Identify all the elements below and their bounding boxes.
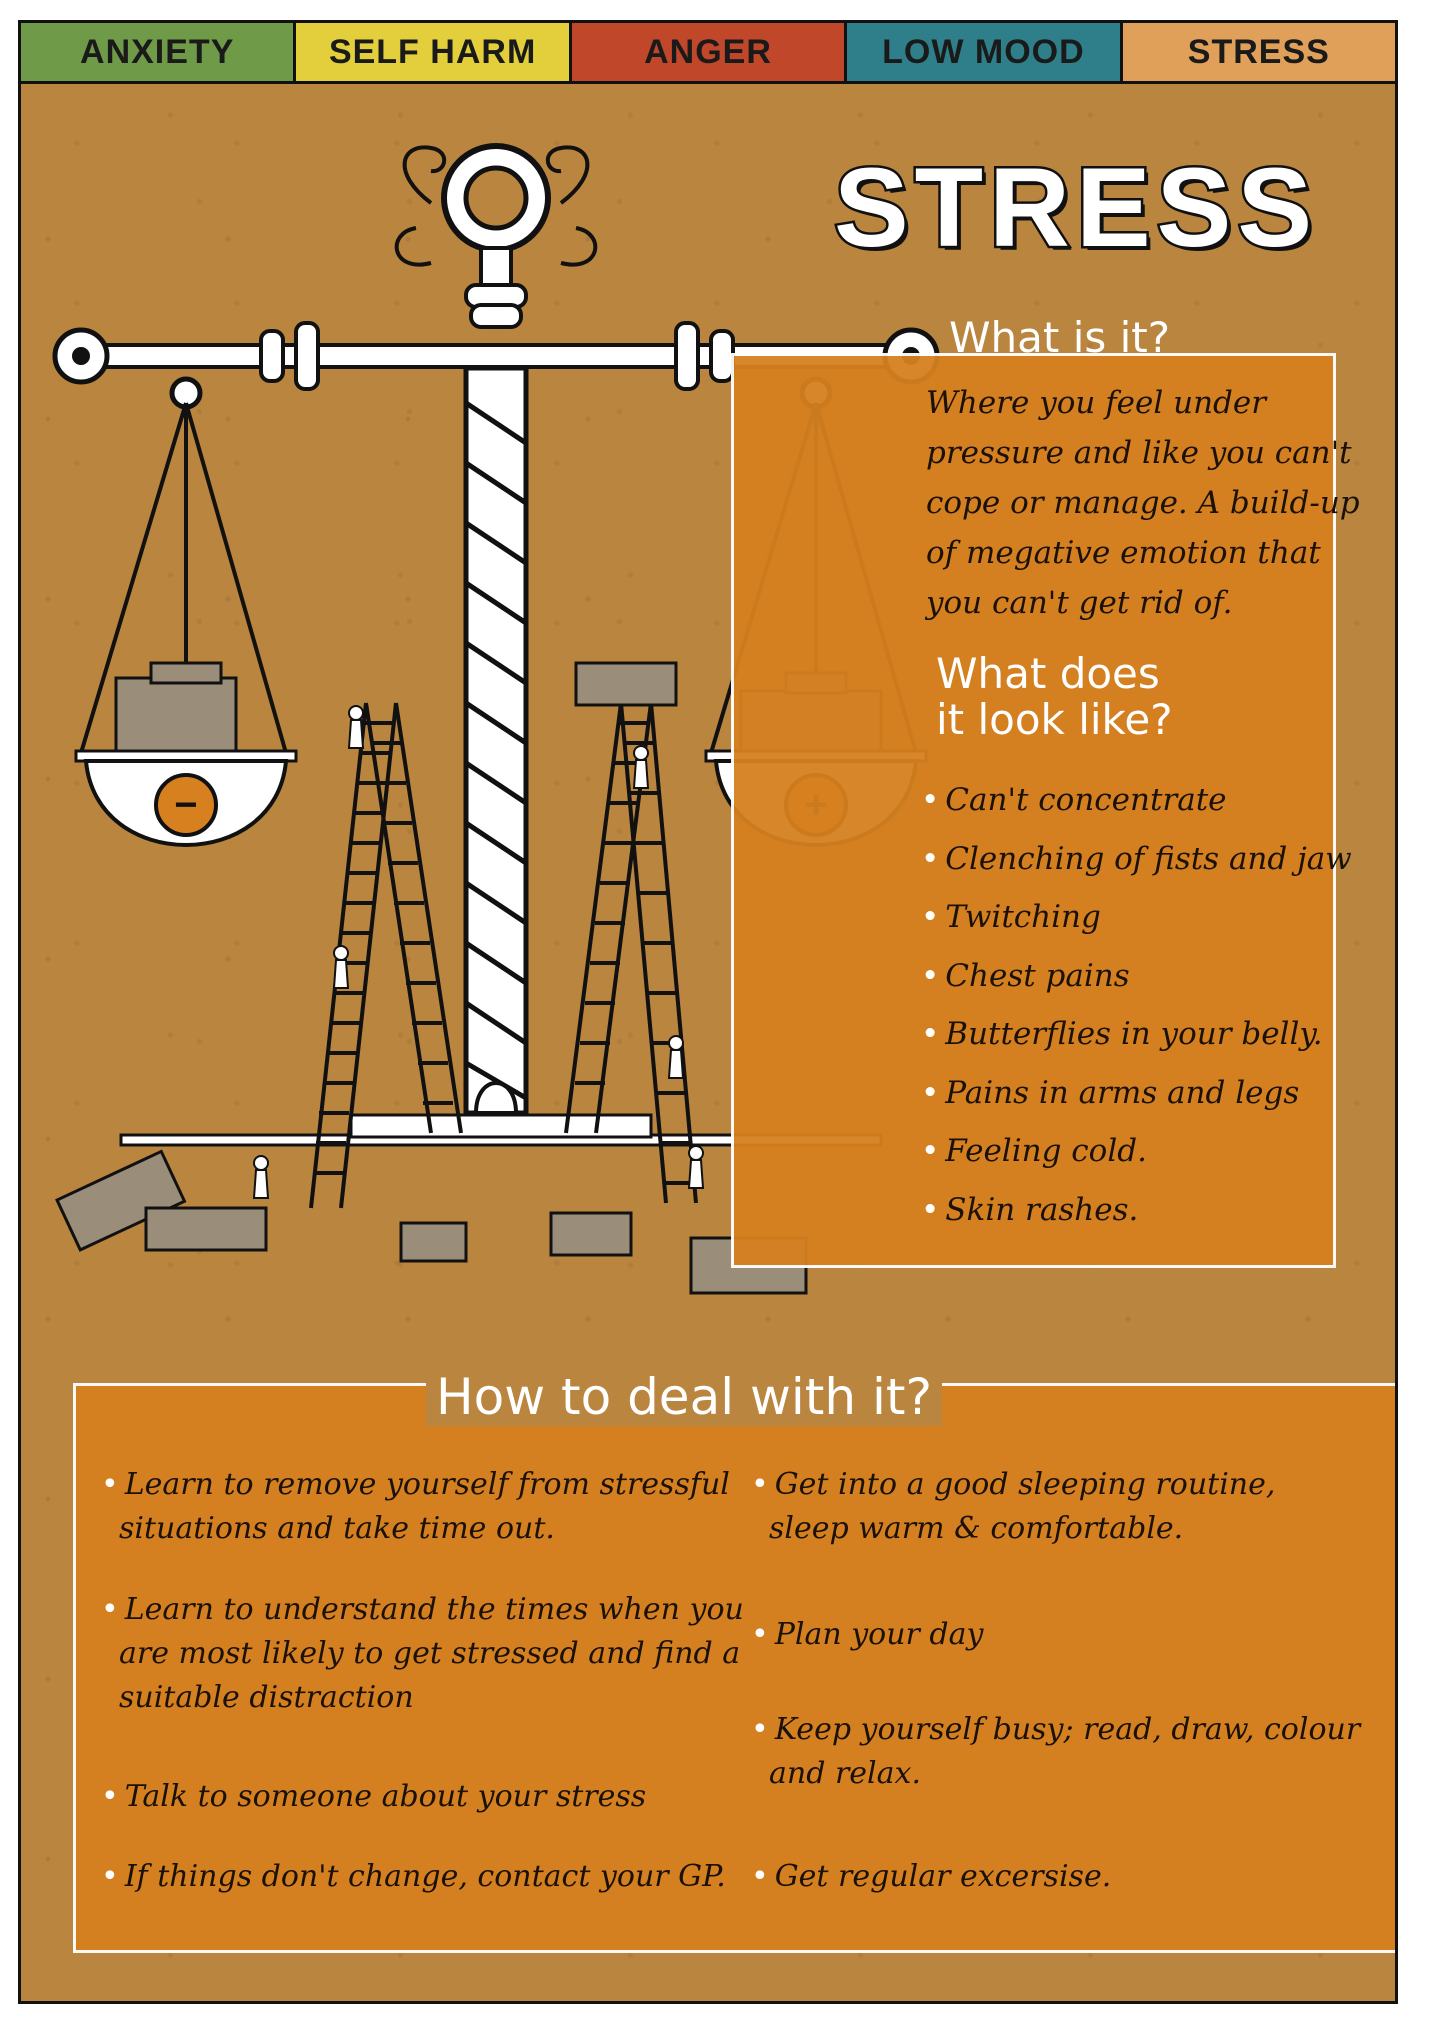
heading-line: What does [936, 649, 1160, 698]
tip-text: Learn to remove yourself from stressful [124, 1467, 730, 1502]
tab-anxiety[interactable]: ANXIETY [21, 23, 297, 81]
heading-line: it look like? [936, 695, 1173, 744]
tip-line: are most likely to get stressed and find… [101, 1632, 744, 1676]
tab-low-mood[interactable]: LOW MOOD [847, 23, 1123, 81]
tip-text: sleep warm & comfortable. [769, 1511, 1184, 1546]
tip-text: Keep yourself busy; read, draw, colour [774, 1712, 1361, 1747]
description-line: of megative emotion that [926, 535, 1321, 571]
tip-line: suitable distraction [101, 1676, 744, 1720]
list-item: Skin rashes. [921, 1181, 1352, 1240]
tip-line: •If things don't change, contact your GP… [101, 1855, 726, 1899]
list-item: Twitching [921, 888, 1352, 947]
tip-line: •Learn to remove yourself from stressful [101, 1463, 730, 1507]
tip-line: •Get regular excersise. [751, 1855, 1111, 1899]
list-item: Pains in arms and legs [921, 1064, 1352, 1123]
symptom-list: Can't concentrate Clenching of fists and… [921, 771, 1352, 1240]
minus-icon: − [174, 783, 197, 827]
tip-text: Get regular excersise. [774, 1859, 1112, 1894]
bullet-icon: • [751, 1859, 769, 1894]
bullet-icon: • [101, 1467, 119, 1502]
bullet-icon: • [751, 1467, 769, 1502]
page-title: STRESS [831, 143, 1319, 273]
poster: ANXIETY SELF HARM ANGER LOW MOOD STRESS … [18, 20, 1398, 2004]
description-line: Where you feel under [926, 385, 1267, 421]
ladder-top-block [574, 661, 678, 707]
tip-text: situations and take time out. [119, 1511, 555, 1546]
coping-tip: •Learn to remove yourself from stressful… [101, 1463, 730, 1551]
description-line: cope or manage. A build-up [926, 485, 1360, 521]
bullet-icon: • [101, 1779, 119, 1814]
scale-top-ornament [394, 145, 598, 267]
list-item: Butterflies in your belly. [921, 1005, 1352, 1064]
list-item: Chest pains [921, 947, 1352, 1006]
tip-text: Plan your day [774, 1617, 984, 1652]
topic-tab-bar: ANXIETY SELF HARM ANGER LOW MOOD STRESS [21, 23, 1395, 84]
what-does-it-look-like-heading: What does it look like? [926, 651, 1183, 743]
tip-line: •Get into a good sleeping routine, [751, 1463, 1275, 1507]
left-scale-pan [74, 376, 298, 847]
bullet-icon: • [101, 1592, 119, 1627]
tip-line: sleep warm & comfortable. [751, 1507, 1275, 1551]
bullet-icon: • [751, 1617, 769, 1652]
tip-line: •Plan your day [751, 1613, 983, 1657]
list-item: Feeling cold. [921, 1122, 1352, 1181]
coping-tip: •If things don't change, contact your GP… [101, 1855, 726, 1899]
coping-tip: •Keep yourself busy; read, draw, colour … [751, 1708, 1360, 1796]
tip-line: •Keep yourself busy; read, draw, colour [751, 1708, 1360, 1752]
scale-column [463, 365, 529, 1116]
description-line: you can't get rid of. [926, 585, 1233, 621]
tab-self-harm[interactable]: SELF HARM [296, 23, 572, 81]
coping-tip: •Talk to someone about your stress [101, 1775, 646, 1819]
tip-line: •Learn to understand the times when you [101, 1588, 744, 1632]
description-line: pressure and like you can't [926, 435, 1352, 471]
list-item: Can't concentrate [921, 771, 1352, 830]
what-is-it-description: Where you feel under pressure and like y… [926, 378, 1360, 628]
tip-text: If things don't change, contact your GP. [124, 1859, 726, 1894]
list-item: Clenching of fists and jaw [921, 830, 1351, 889]
what-is-it-heading: What is it? [949, 313, 1171, 362]
tip-line: situations and take time out. [101, 1507, 730, 1551]
tab-anger[interactable]: ANGER [571, 23, 848, 81]
how-to-deal-heading: How to deal with it? [426, 1368, 942, 1426]
coping-tip: •Get into a good sleeping routine, sleep… [751, 1463, 1275, 1551]
coping-tip: •Learn to understand the times when you … [101, 1588, 744, 1720]
bullet-icon: • [101, 1859, 119, 1894]
climbing-figures [252, 705, 705, 1199]
coping-tip: •Plan your day [751, 1613, 983, 1657]
coping-tip: •Get regular excersise. [751, 1855, 1111, 1899]
tip-text: Learn to understand the times when you [124, 1592, 744, 1627]
tip-text: Talk to someone about your stress [124, 1779, 647, 1814]
tip-text: Get into a good sleeping routine, [774, 1467, 1276, 1502]
tip-line: •Talk to someone about your stress [101, 1775, 646, 1819]
bullet-icon: • [751, 1712, 769, 1747]
tip-text: are most likely to get stressed and find… [119, 1636, 741, 1671]
tip-text: suitable distraction [119, 1680, 414, 1715]
tab-stress[interactable]: STRESS [1122, 23, 1395, 81]
tip-line: and relax. [751, 1752, 1360, 1796]
tip-text: and relax. [769, 1756, 921, 1791]
